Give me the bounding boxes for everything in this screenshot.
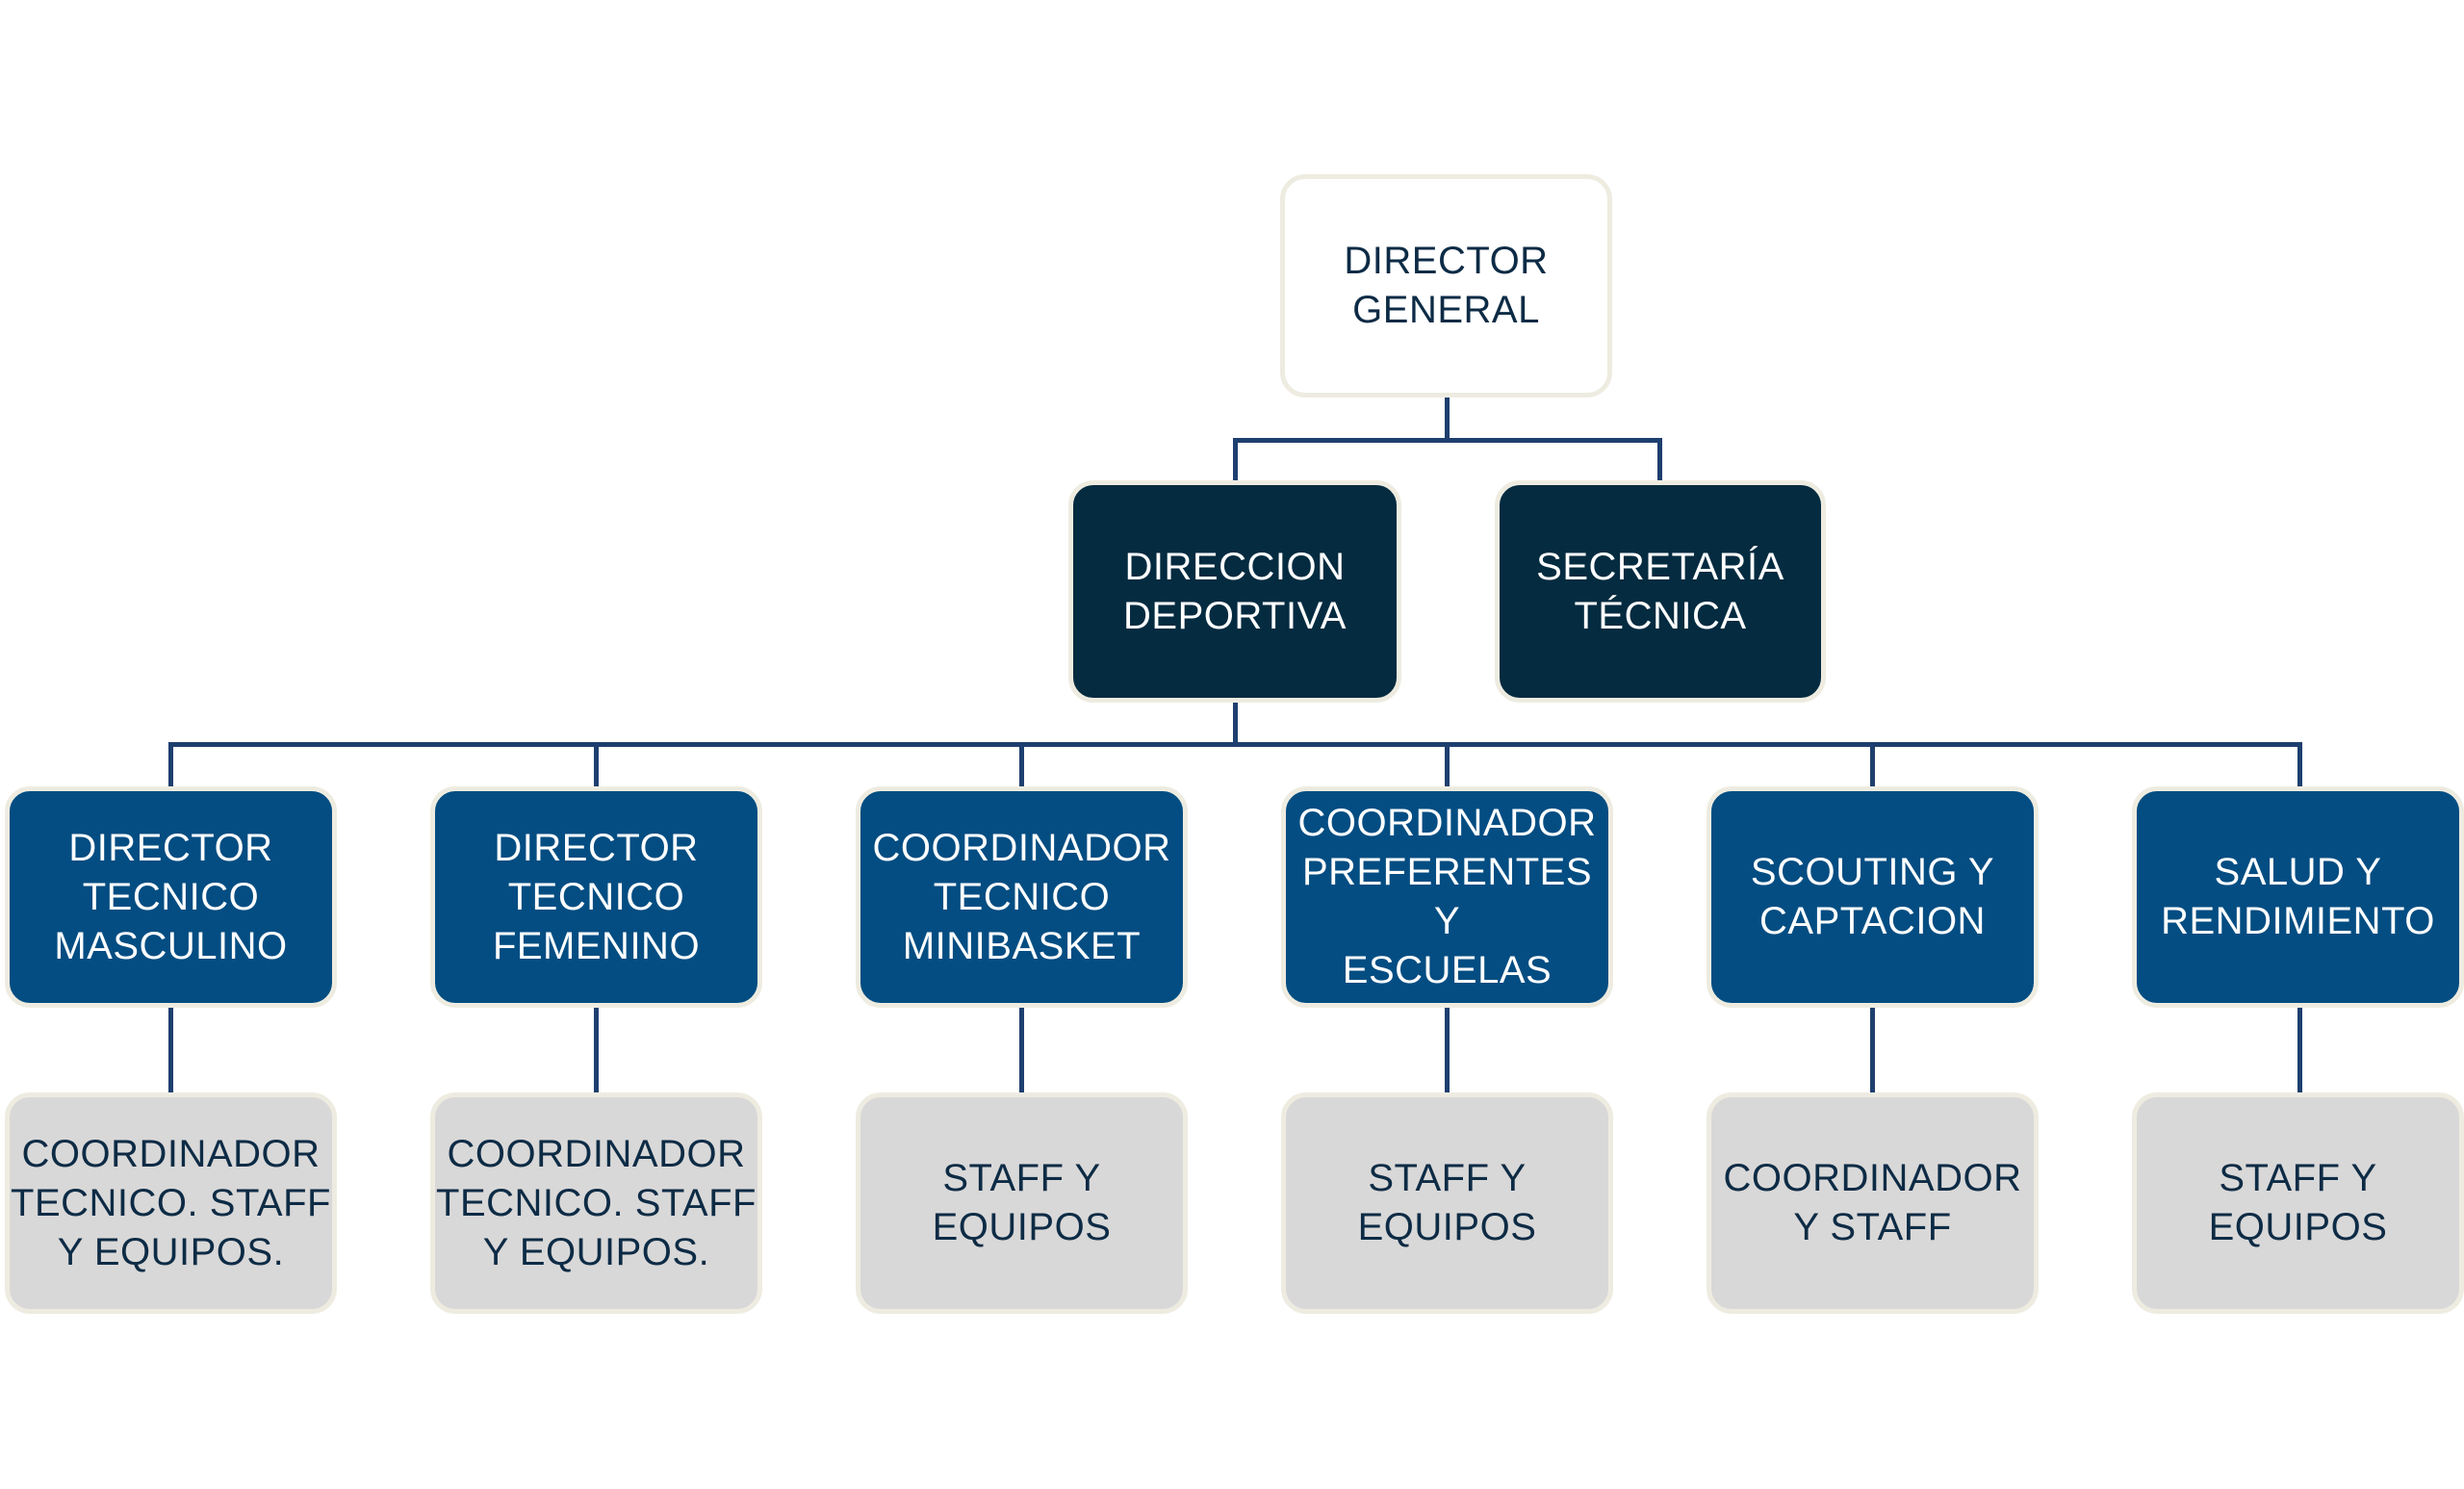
connector-level1-bus [1233, 438, 1662, 443]
connector-to-level3-6 [2297, 1008, 2302, 1094]
connector-to-secretaria-tecnica [1657, 438, 1662, 482]
node-preferentes-staff: STAFF Y EQUIPOS [1281, 1092, 1613, 1314]
connector-root-down [1445, 398, 1450, 442]
node-director-tecnico-femenino: DIRECTOR TECNICO FEMENINO [430, 786, 762, 1008]
connector-to-level3-1 [168, 1008, 173, 1094]
connector-to-level2-1 [168, 742, 173, 788]
node-masculino-staff: COORDINADOR TECNICO. STAFF Y EQUIPOS. [5, 1092, 337, 1314]
connector-to-level3-3 [1019, 1008, 1024, 1094]
node-direccion-deportiva: DIRECCION DEPORTIVA [1068, 480, 1401, 703]
connector-to-level2-6 [2297, 742, 2302, 788]
node-director-general: DIRECTOR GENERAL [1280, 174, 1612, 398]
node-coordinador-preferentes-escuelas: COORDINADOR PREFERENTES Y ESCUELAS [1281, 786, 1613, 1008]
connector-direccion-down [1233, 703, 1238, 746]
connector-to-direccion-deportiva [1233, 438, 1238, 482]
node-femenino-staff: COORDINADOR TECNICO. STAFF Y EQUIPOS. [430, 1092, 762, 1314]
node-scouting-staff: COORDINADOR Y STAFF [1707, 1092, 2039, 1314]
connector-to-level3-4 [1445, 1008, 1450, 1094]
node-secretaria-tecnica: SECRETARÍA TÉCNICA [1495, 480, 1826, 703]
connector-level2-bus [168, 742, 2302, 747]
connector-to-level3-2 [594, 1008, 599, 1094]
node-coordinador-tecnico-minibasket: COORDINADOR TECNICO MINIBASKET [856, 786, 1188, 1008]
node-director-tecnico-masculino: DIRECTOR TECNICO MASCULINO [5, 786, 337, 1008]
node-salud-rendimiento: SALUD Y RENDIMIENTO [2132, 786, 2464, 1008]
connector-to-level2-5 [1870, 742, 1875, 788]
connector-to-level2-2 [594, 742, 599, 788]
connector-to-level2-4 [1445, 742, 1450, 788]
connector-to-level3-5 [1870, 1008, 1875, 1094]
node-minibasket-staff: STAFF Y EQUIPOS [856, 1092, 1188, 1314]
connector-to-level2-3 [1019, 742, 1024, 788]
node-scouting-captacion: SCOUTING Y CAPTACION [1707, 786, 2039, 1008]
node-salud-staff: STAFF Y EQUIPOS [2132, 1092, 2464, 1314]
